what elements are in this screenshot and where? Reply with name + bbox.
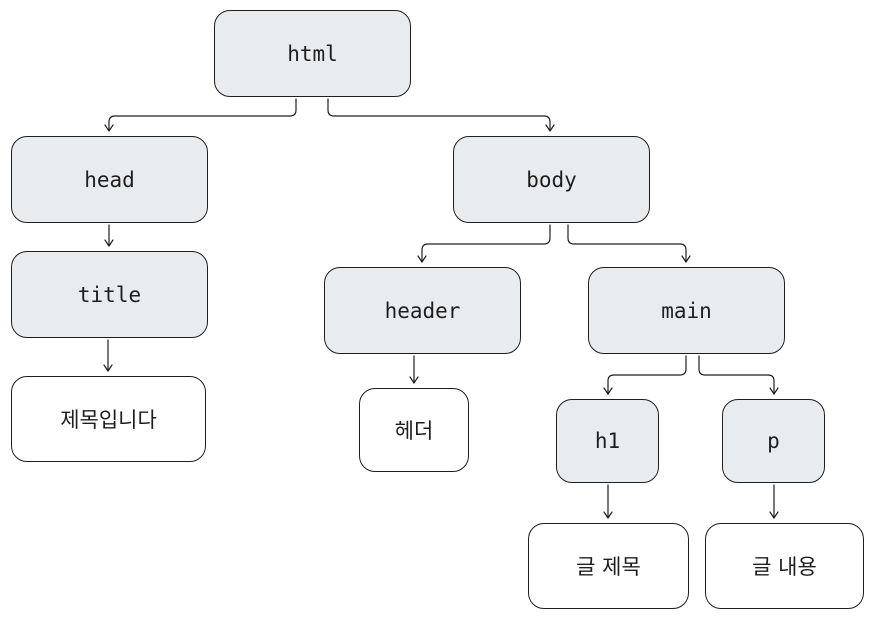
edge-header-text-arrowhead xyxy=(409,376,419,384)
edge-body-main xyxy=(567,224,687,263)
edge-body-header-arrowhead xyxy=(417,255,427,263)
edge-head-title-arrowhead xyxy=(104,239,114,247)
edge-main-p xyxy=(698,355,775,395)
node-html: html xyxy=(214,10,411,97)
edge-body-header xyxy=(421,224,551,263)
node-title: title xyxy=(11,251,208,338)
node-main: main xyxy=(588,267,785,354)
edge-body-main-arrowhead xyxy=(681,255,691,263)
edge-main-h1-arrowhead xyxy=(603,387,613,395)
edge-html-body-arrowhead xyxy=(545,124,555,132)
node-header: header xyxy=(324,267,521,354)
edge-html-head xyxy=(108,98,297,131)
node-header-text: 헤더 xyxy=(359,388,469,472)
edge-html-head-arrowhead xyxy=(104,124,114,132)
node-p: p xyxy=(722,399,825,483)
edge-html-body xyxy=(327,98,551,131)
edge-title-text-arrowhead xyxy=(103,364,113,372)
edge-p-text-arrowhead xyxy=(769,511,779,519)
node-h1-text: 글 제목 xyxy=(528,523,689,609)
node-title-text: 제목입니다 xyxy=(11,376,206,462)
edge-main-p-arrowhead xyxy=(769,387,779,395)
node-head: head xyxy=(11,136,208,223)
node-body: body xyxy=(453,136,650,223)
edge-main-h1 xyxy=(607,355,687,395)
node-h1: h1 xyxy=(556,399,659,483)
edge-h1-text-arrowhead xyxy=(603,511,613,519)
node-p-text: 글 내용 xyxy=(705,523,864,609)
